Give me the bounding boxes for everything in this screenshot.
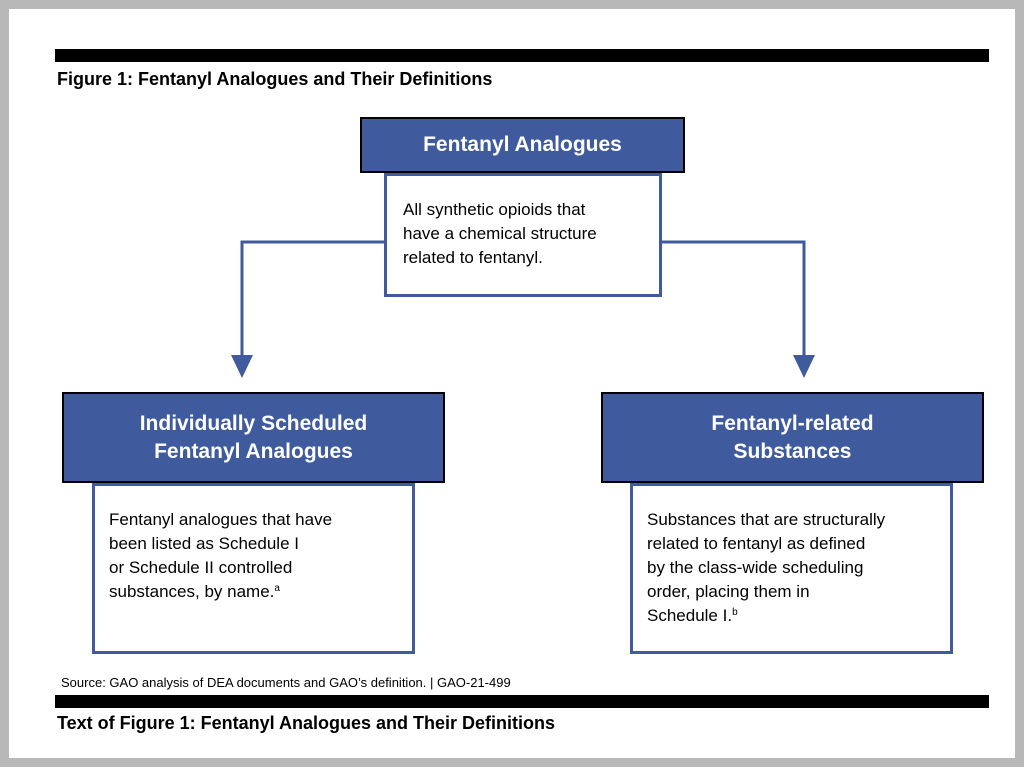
node-right-body-line: Substances that are structurally — [647, 510, 886, 529]
node-top-body-line: All synthetic opioids that — [403, 200, 586, 219]
node-fentanyl-related-header: Fentanyl-related Substances — [601, 392, 984, 483]
footnote-marker-b: b — [732, 607, 738, 618]
top-rule — [55, 49, 989, 62]
node-right-body-text: Schedule I. — [647, 606, 733, 625]
node-individually-scheduled-header: Individually Scheduled Fentanyl Analogue… — [62, 392, 445, 483]
footnote-marker-a: a — [274, 583, 280, 594]
bottom-rule — [55, 695, 989, 708]
node-left-body-line-last: substances, by name.a — [109, 580, 402, 604]
node-left-body-line: Fentanyl analogues that have — [109, 510, 333, 529]
node-top-body-line: related to fentanyl. — [403, 248, 543, 267]
arrow-to-right — [662, 240, 806, 359]
node-left-body-line: been listed as Schedule I — [109, 534, 299, 553]
arrowhead-left — [231, 355, 253, 378]
node-left-title-line: Fentanyl Analogues — [154, 439, 353, 463]
node-right-body-line: order, placing them in — [647, 582, 810, 601]
arrow-to-left — [240, 240, 384, 359]
node-individually-scheduled-definition: Fentanyl analogues that have been listed… — [92, 483, 415, 654]
text-of-figure-title: Text of Figure 1: Fentanyl Analogues and… — [57, 713, 556, 733]
node-fentanyl-related-definition: Substances that are structurally related… — [630, 483, 953, 654]
figure-title: Figure 1: Fentanyl Analogues and Their D… — [57, 69, 493, 89]
node-right-body-line-last: Schedule I.b — [647, 604, 940, 628]
connector-arrows — [231, 240, 815, 378]
node-right-title-line: Fentanyl-related — [711, 412, 874, 436]
node-fentanyl-analogues-definition: All synthetic opioids that have a chemic… — [384, 173, 662, 297]
source-note: Source: GAO analysis of DEA documents an… — [61, 675, 511, 690]
node-top-body-line: have a chemical structure — [403, 224, 597, 243]
node-left-title-line: Individually Scheduled — [139, 412, 368, 436]
node-right-body-line: by the class-wide scheduling — [647, 558, 864, 577]
node-right-title-line: Substances — [733, 439, 852, 463]
arrowhead-right — [793, 355, 815, 378]
node-left-body-text: substances, by name. — [109, 582, 275, 601]
node-right-body-line: related to fentanyl as defined — [647, 534, 866, 553]
node-fentanyl-analogues-header: Fentanyl Analogues — [360, 117, 685, 173]
node-top-title: Fentanyl Analogues — [423, 133, 622, 157]
node-left-body-line: or Schedule II controlled — [109, 558, 293, 577]
